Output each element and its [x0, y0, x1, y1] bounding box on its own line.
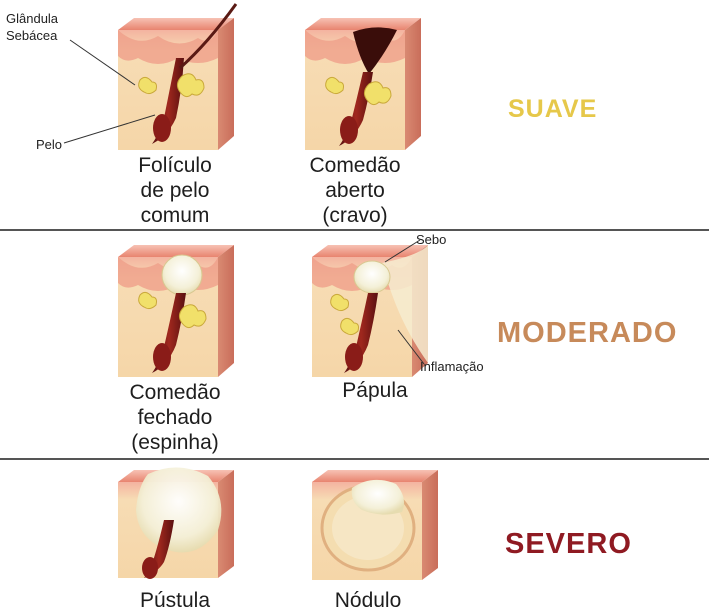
leader-line-sebum: [385, 240, 420, 262]
leader-line-hair: [64, 115, 155, 143]
leader-line-inflammation: [398, 330, 424, 364]
leader-line-sebaceous-gland: [70, 40, 135, 85]
